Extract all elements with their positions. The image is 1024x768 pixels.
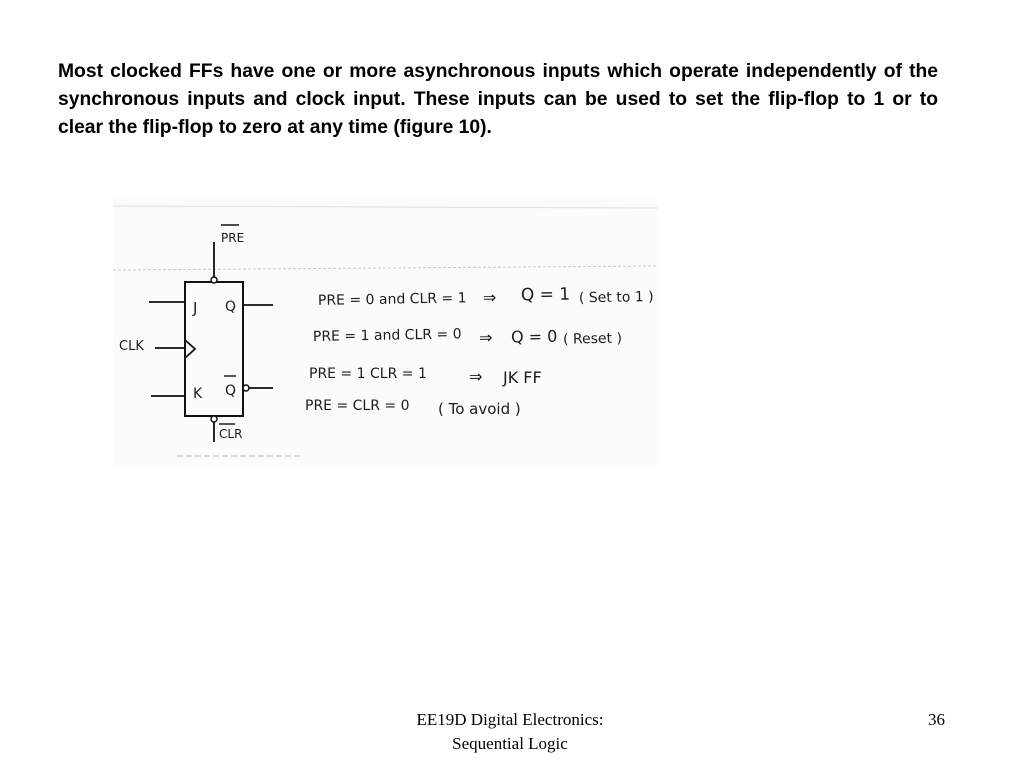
note-result: Q = 0 [511, 327, 558, 347]
note-condition: PRE = 1 and CLR = 0 [313, 326, 462, 345]
note-arrow: ⇒ [483, 288, 497, 307]
note-result: JK FF [502, 368, 542, 387]
k-label: K [193, 386, 203, 402]
note-row: PRE = CLR = 0 ( To avoid ) [305, 398, 521, 418]
note-comment: ( Set to 1 ) [579, 289, 654, 306]
q-bar-bubble [242, 384, 250, 392]
clr-label: CLR [219, 427, 242, 441]
clock-triangle [184, 339, 197, 359]
note-row: PRE = 1 CLR = 1 ⇒ JK FF [309, 366, 542, 387]
note-condition: PRE = CLR = 0 [305, 398, 410, 414]
footer-course-line2: Sequential Logic [452, 734, 568, 753]
note-arrow: ⇒ [469, 367, 482, 386]
note-comment: ( Reset ) [563, 331, 622, 348]
clk-label: CLK [119, 339, 144, 354]
note-row: PRE = 0 and CLR = 1 ⇒ Q = 1 ( Set to 1 ) [318, 285, 654, 309]
flip-flop-figure: PRE CLR J CLK K Q Q PRE = 0 and CLR = 1 … [113, 198, 658, 466]
jk-flip-flop-diagram: PRE CLR J CLK K Q Q PRE = 0 and CLR = 1 … [113, 205, 658, 457]
body-paragraph: Most clocked FFs have one or more asynch… [58, 61, 938, 138]
clr-bubble [210, 415, 218, 423]
q-bar-label: Q [225, 383, 236, 399]
note-arrow: ⇒ [479, 328, 493, 347]
note-row: PRE = 1 and CLR = 0 ⇒ Q = 0 ( Reset ) [313, 326, 622, 348]
q-label: Q [225, 299, 236, 315]
j-label: J [192, 299, 197, 317]
page-number: 36 [928, 710, 945, 729]
note-comment: ( To avoid ) [438, 400, 521, 418]
pre-label: PRE [221, 231, 244, 245]
footer-course-title: EE19D Digital Electronics: Sequential Lo… [370, 708, 650, 756]
footer-course-line1: EE19D Digital Electronics: [416, 710, 604, 729]
note-condition: PRE = 0 and CLR = 1 [318, 290, 467, 309]
note-condition: PRE = 1 CLR = 1 [309, 366, 427, 382]
note-result: Q = 1 [521, 285, 571, 306]
pre-bubble [210, 276, 218, 284]
